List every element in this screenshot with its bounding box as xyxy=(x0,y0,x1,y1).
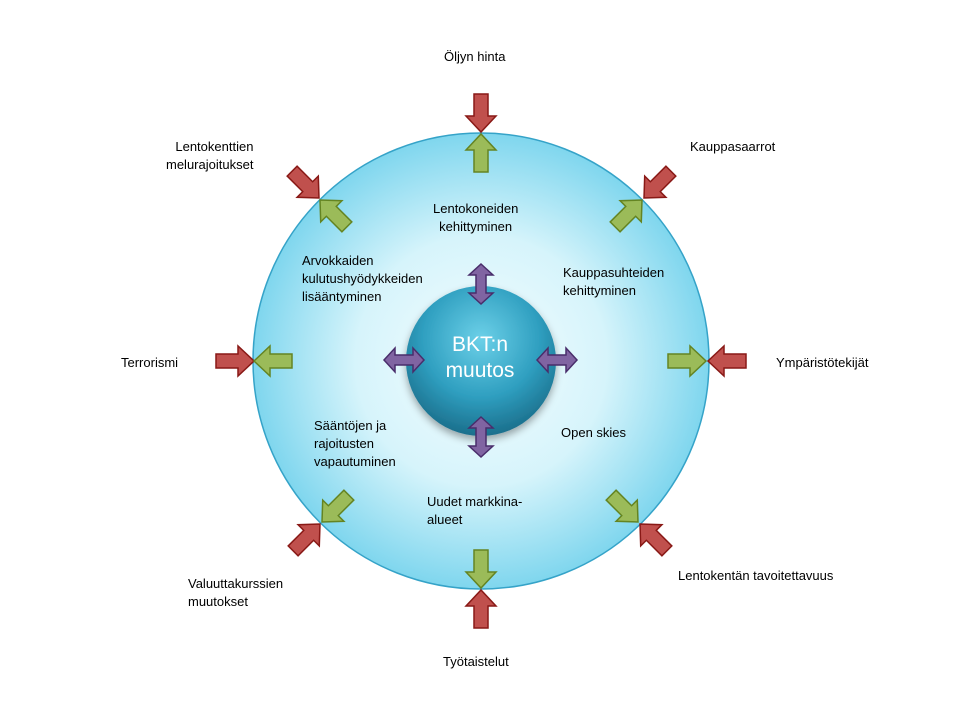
factor-arvokkaiden-kulutushyodykkeiden: Arvokkaiden kulutushyödykkeiden lisäänty… xyxy=(302,253,423,304)
center-label: BKT:n muutos xyxy=(445,333,515,382)
factor-open-skies: Open skies xyxy=(561,425,627,440)
outer-arrow-top-left xyxy=(286,165,320,199)
outer-arrow-bottom-left xyxy=(287,523,321,557)
inner-arrow-bottom xyxy=(464,549,498,590)
center-arrow-top xyxy=(467,262,495,306)
factor-tyotaistelut: Työtaistelut xyxy=(443,654,509,669)
outer-arrow-right xyxy=(706,344,747,378)
factor-kauppasuhteiden-kehittyminen: Kauppasuhteiden kehittyminen xyxy=(563,265,665,298)
center-arrow-left xyxy=(382,346,426,374)
outer-arrow-left xyxy=(215,344,256,378)
factor-kauppasaarrot: Kauppasaarrot xyxy=(690,139,776,154)
factor-valuuttakurssien-muutokset: Valuuttakurssien muutokset xyxy=(188,576,284,609)
outer-arrow-bottom xyxy=(464,588,498,629)
factor-terrorismi: Terrorismi xyxy=(121,355,179,370)
outer-arrow-top xyxy=(464,93,498,134)
factor-ymparistotekijat: Ympäristötekijät xyxy=(776,355,869,370)
outer-arrow-bottom-right xyxy=(639,523,673,557)
inner-arrow-left xyxy=(252,344,293,378)
factor-uudet-markkina-alueet: Uudet markkina- alueet xyxy=(427,494,523,527)
inner-arrow-top xyxy=(464,132,498,173)
outer-arrow-top-right xyxy=(643,165,677,199)
inner-arrow-bottom-right xyxy=(605,489,639,523)
center-arrow-bottom xyxy=(467,415,495,459)
factor-lentokoneiden-kehittyminen: Lentokoneiden kehittyminen xyxy=(433,201,519,234)
inner-arrow-top-left xyxy=(319,199,353,233)
factor-lentokentan-tavoitettavuus: Lentokentän tavoitettavuus xyxy=(678,568,834,583)
inner-arrow-bottom-left xyxy=(321,489,355,523)
factor-lentokenttien-melurajoitukset: Lentokenttien melurajoitukset xyxy=(166,139,254,172)
factor-saantojen-vapautuminen: Sääntöjen ja rajoitusten vapautuminen xyxy=(314,418,396,469)
inner-arrow-top-right xyxy=(609,199,643,233)
center-circle xyxy=(406,286,556,436)
center-arrow-right xyxy=(535,346,579,374)
inner-arrow-right xyxy=(667,344,708,378)
factor-oljyn-hinta: Öljyn hinta xyxy=(444,49,506,64)
